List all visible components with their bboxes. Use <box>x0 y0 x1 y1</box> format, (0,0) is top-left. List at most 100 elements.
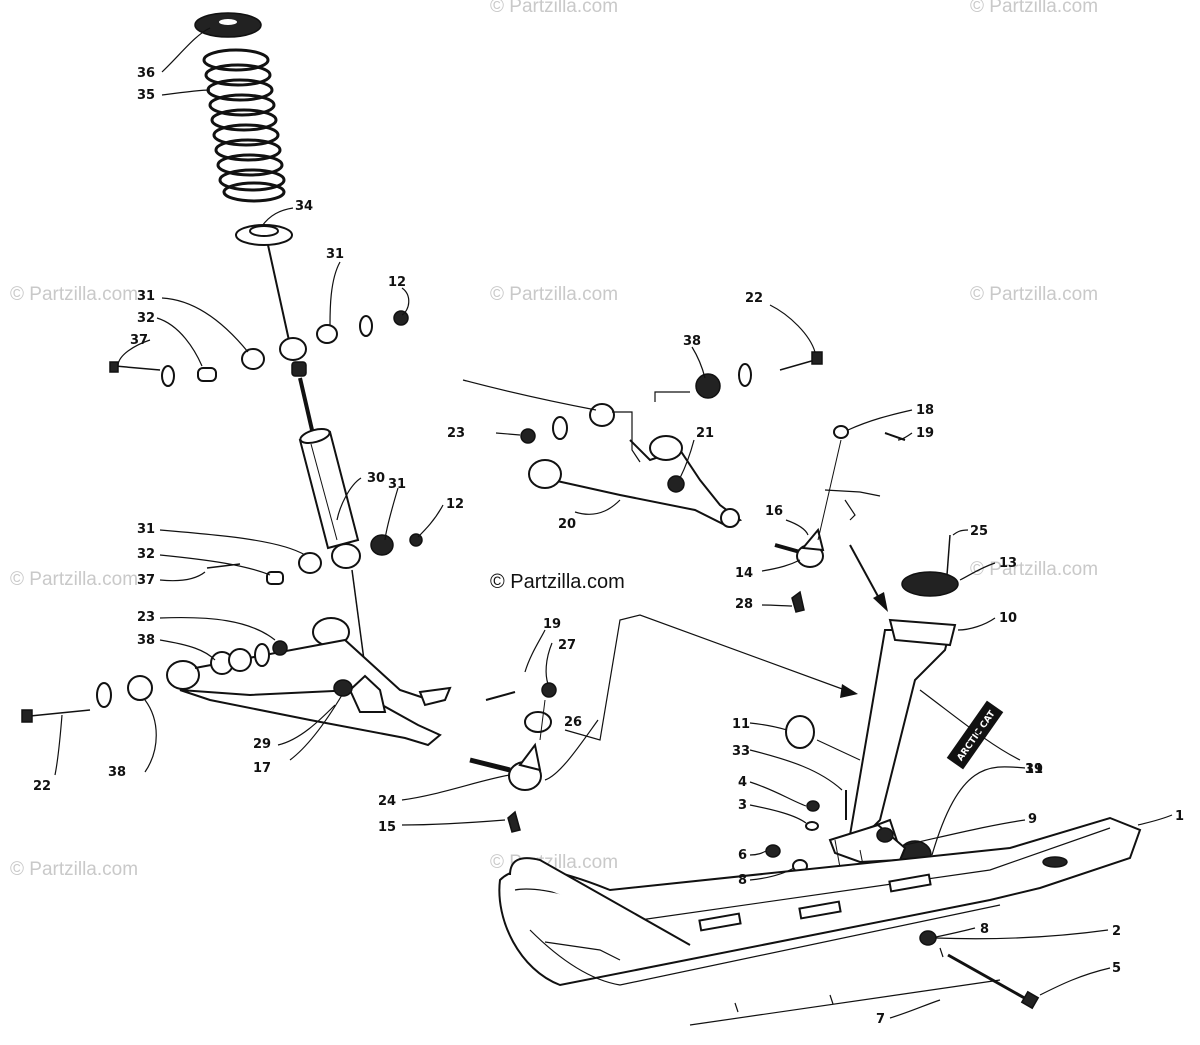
bolt-22-upper <box>779 359 816 371</box>
spindle-mount <box>418 686 452 707</box>
callout: 9 <box>1028 812 1037 827</box>
ski-slot <box>888 873 932 893</box>
nut-18 <box>833 425 849 439</box>
spindle-body <box>848 629 952 842</box>
callout: 31 <box>326 247 344 262</box>
bolt-22-head <box>21 709 33 723</box>
shock-mount-bracket <box>348 674 387 713</box>
ski-slot <box>798 900 842 920</box>
callout: 15 <box>378 820 396 835</box>
callout: 11 <box>1025 762 1043 777</box>
washer-8-lower <box>919 930 937 946</box>
nut-12-lower <box>409 533 423 547</box>
shock-upper-stem <box>291 361 307 377</box>
shock-upper-eye <box>279 337 307 361</box>
callout: 39 <box>1025 762 1043 777</box>
callout: 25 <box>970 524 988 539</box>
callouts: 36 35 34 31 12 31 32 37 30 31 12 31 32 3… <box>33 66 1184 1027</box>
shock-rod <box>298 377 314 431</box>
nut-27 <box>541 682 557 698</box>
upper-arm-bushing-rear <box>649 435 683 461</box>
shock-lower-eye <box>331 543 361 569</box>
nut-6 <box>765 844 781 858</box>
center-watermark: © Partzilla.com <box>490 571 625 593</box>
cotter-15 <box>507 810 521 833</box>
watermark: © Partzilla.com <box>490 284 618 305</box>
nut-4 <box>806 800 820 812</box>
lower-arm-bushing-front <box>166 660 200 690</box>
bolt-22-upper-head <box>811 351 823 365</box>
wear-bar-ticks <box>734 947 944 1013</box>
callout: 6 <box>738 848 747 863</box>
washer-3 <box>805 821 819 831</box>
tie-rod-end-26-ball <box>518 742 542 772</box>
nut-21 <box>667 475 685 493</box>
washer-lower-arm-b <box>254 643 270 667</box>
arrow-to-spindle <box>849 544 881 601</box>
callout: 31 <box>137 522 155 537</box>
callout: 24 <box>378 794 396 809</box>
watermark: © Partzilla.com <box>10 569 138 590</box>
shock-body <box>298 428 360 550</box>
watermark: © Partzilla.com <box>490 0 618 17</box>
watermark: © Partzilla.com <box>970 284 1098 305</box>
callout: 11 <box>732 717 750 732</box>
callout: 1 <box>1175 809 1184 824</box>
callout: 22 <box>33 779 51 794</box>
lower-arm-body <box>179 688 442 747</box>
washer-upper-right <box>359 315 373 337</box>
washer-upper-arm-b <box>738 363 752 387</box>
watermark: © Partzilla.com <box>970 0 1098 17</box>
bushing-11-left <box>785 715 815 749</box>
pin-19-lower <box>485 691 516 701</box>
watermarks: © Partzilla.com © Partzilla.com © Partzi… <box>10 0 1098 880</box>
leader-bracket <box>612 411 641 463</box>
bolt-5 <box>947 953 1029 1002</box>
callout: 4 <box>738 775 747 790</box>
ski-bottom-edge <box>529 904 1001 986</box>
bushing-38-upper-b <box>695 373 721 399</box>
callout: 21 <box>696 426 714 441</box>
callout: 36 <box>137 66 155 81</box>
callout: 33 <box>732 744 750 759</box>
bushing-31-lower-left <box>298 552 322 574</box>
callout: 37 <box>130 333 148 348</box>
bolt-5-head <box>1020 990 1040 1010</box>
callout: 32 <box>137 547 155 562</box>
upper-arm-bushing-front <box>528 459 562 489</box>
bolt-17 <box>333 679 353 697</box>
ski-slot <box>698 912 742 932</box>
ski-hole <box>1042 856 1068 868</box>
callout: 28 <box>735 597 753 612</box>
bushing-38-upper-a <box>589 403 615 427</box>
bushing-38-lower-a <box>127 675 153 701</box>
washer-upper-arm <box>552 416 568 440</box>
callout: 30 <box>367 471 385 486</box>
spring-seat-lower-boss <box>249 225 279 237</box>
tie-rod-stud-24 <box>469 757 511 773</box>
coil-spring <box>202 48 286 203</box>
callout: 7 <box>876 1012 885 1027</box>
callout: 10 <box>999 611 1017 626</box>
leader-line-c <box>816 739 861 761</box>
spacer-32-upper <box>197 367 217 382</box>
shock-shaft <box>267 244 291 346</box>
callout: 31 <box>388 477 406 492</box>
callout: 3 <box>738 798 747 813</box>
leader-lines <box>54 27 1173 1019</box>
bracket-hole <box>876 827 894 843</box>
callout: 2 <box>1112 924 1121 939</box>
spindle-top <box>888 618 957 647</box>
callout: 26 <box>564 715 582 730</box>
washer-lower-arm <box>96 682 112 708</box>
bushing-38-lower-c <box>228 648 252 672</box>
ski <box>498 816 1142 1026</box>
cotter-28 <box>791 590 805 613</box>
callout: 19 <box>543 617 561 632</box>
callout: 12 <box>446 497 464 512</box>
callout: 34 <box>295 199 313 214</box>
wear-bar-7 <box>689 979 1001 1026</box>
steering-parts <box>469 425 906 833</box>
upper-a-arm <box>520 351 823 528</box>
